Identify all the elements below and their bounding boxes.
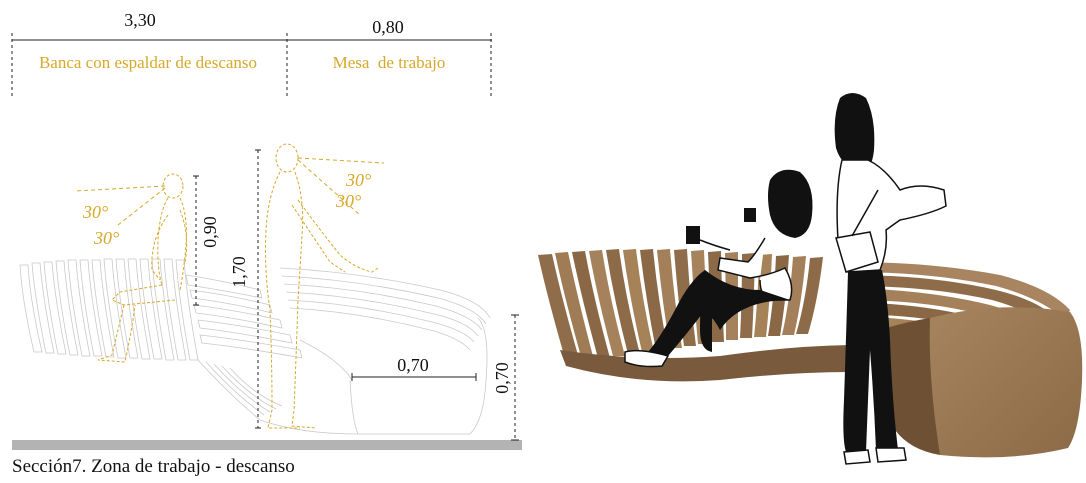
table-height-dimension-line [511,314,519,441]
table-zone-label: Mesa de trabajo [333,53,446,72]
bench-zone-label: Banca con espaldar de descanso [39,53,257,72]
table-depth-dimension-line [351,373,477,381]
standing-angle-lower: 30° [335,191,361,211]
seated-angle-upper: 30° [82,202,108,222]
woman-seated-icon [624,169,813,368]
woman-standing-icon [834,93,947,465]
table-depth-value: 0,70 [397,355,429,375]
standing-height-value: 1,70 [229,256,249,288]
top-dimension-lines [11,33,492,98]
ground-line [12,440,522,450]
seated-angle-lower: 30° [93,228,119,248]
table-height-value: 0,70 [492,362,512,394]
bench-width-dimension: 3,30 [124,10,156,30]
standing-sight-lines [297,157,385,216]
standing-height-dimension-line [255,149,261,429]
seated-height-value: 0,90 [200,216,220,248]
bench-section-outline [19,258,491,435]
table-width-dimension: 0,80 [372,17,404,37]
seated-sight-lines [74,185,166,226]
seated-height-dimension-line [193,175,199,306]
figure-caption: Sección7. Zona de trabajo - descanso [12,456,295,477]
standing-angle-upper: 30° [345,170,371,190]
wooden-bench-render [538,249,1083,458]
seated-person-icon [97,173,188,363]
